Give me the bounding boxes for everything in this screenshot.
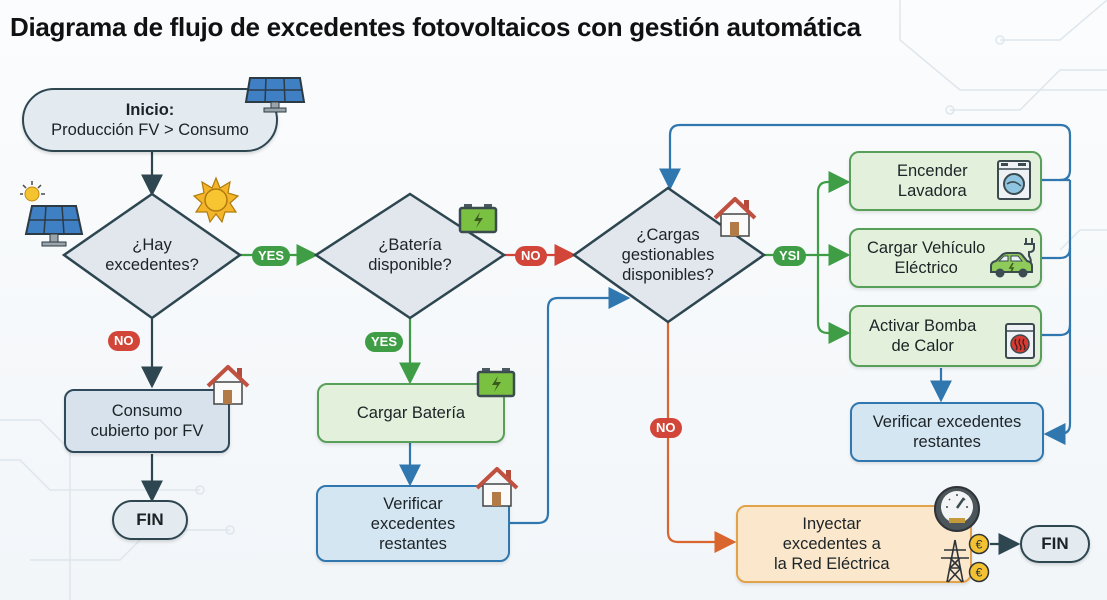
verify-surplus-node-1: Verificar excedentes restantes [316, 485, 510, 562]
solar-panel-icon [244, 77, 306, 113]
sun-icon [192, 176, 240, 224]
surplus-no-badge: NO [108, 331, 140, 351]
charge-ev-node: Cargar Vehículo Eléctrico [849, 228, 1042, 288]
decision-loads: ¿Cargas gestionables disponibles? [621, 226, 715, 284]
start-condition: Producción FV > Consumo [51, 121, 249, 139]
power-meter-icon [934, 486, 980, 532]
euro-coin-icon: € [968, 533, 990, 555]
sun-icon [20, 181, 45, 202]
battery-icon [476, 368, 516, 398]
washer-label: Encender Lavadora [897, 162, 968, 200]
heat-pump-label: Activar Bomba de Calor [869, 317, 977, 355]
decision-surplus: ¿Hay excedentes? [105, 236, 199, 274]
end-right-node: FIN [1020, 525, 1090, 563]
inject-grid-node: Inyectar excedentes a la Red Eléctrica [736, 505, 972, 583]
decision-battery: ¿Batería disponible? [368, 236, 452, 274]
electric-car-icon [990, 238, 1035, 278]
start-title: Inicio: [125, 101, 175, 119]
svg-text:€: € [976, 538, 983, 552]
battery-no-badge: NO [515, 246, 547, 266]
loads-yes-badge: YSI [773, 246, 806, 266]
svg-text:€: € [976, 566, 983, 580]
charge-battery-node: Cargar Batería [317, 383, 505, 443]
heater-icon [1005, 323, 1035, 359]
house-icon [206, 365, 250, 405]
inject-grid-label: Inyectar excedentes a la Red Eléctrica [774, 515, 890, 573]
page-title: Diagrama de flujo de excedentes fotovolt… [10, 12, 861, 42]
loads-no-badge: NO [650, 418, 682, 438]
surplus-yes-badge: YES [252, 246, 291, 266]
battery-yes-badge: YES [365, 332, 404, 352]
euro-coin-icon: € [968, 561, 990, 583]
house-icon [475, 467, 519, 507]
start-node: Inicio: Producción FV > Consumo [22, 88, 278, 152]
washing-machine-icon [997, 160, 1031, 200]
end-left-node: FIN [112, 500, 188, 540]
house-icon [713, 197, 757, 237]
decision-surplus-shape [61, 192, 243, 320]
decision-battery-shape [313, 192, 507, 320]
consumption-covered-node: Consumo cubierto por FV [64, 389, 230, 453]
solar-panel-icon [24, 205, 84, 247]
power-tower-icon [941, 539, 969, 583]
battery-icon [458, 204, 498, 234]
verify-surplus-node-2: Verificar excedentes restantes [850, 402, 1044, 462]
ev-label: Cargar Vehículo Eléctrico [867, 239, 986, 277]
